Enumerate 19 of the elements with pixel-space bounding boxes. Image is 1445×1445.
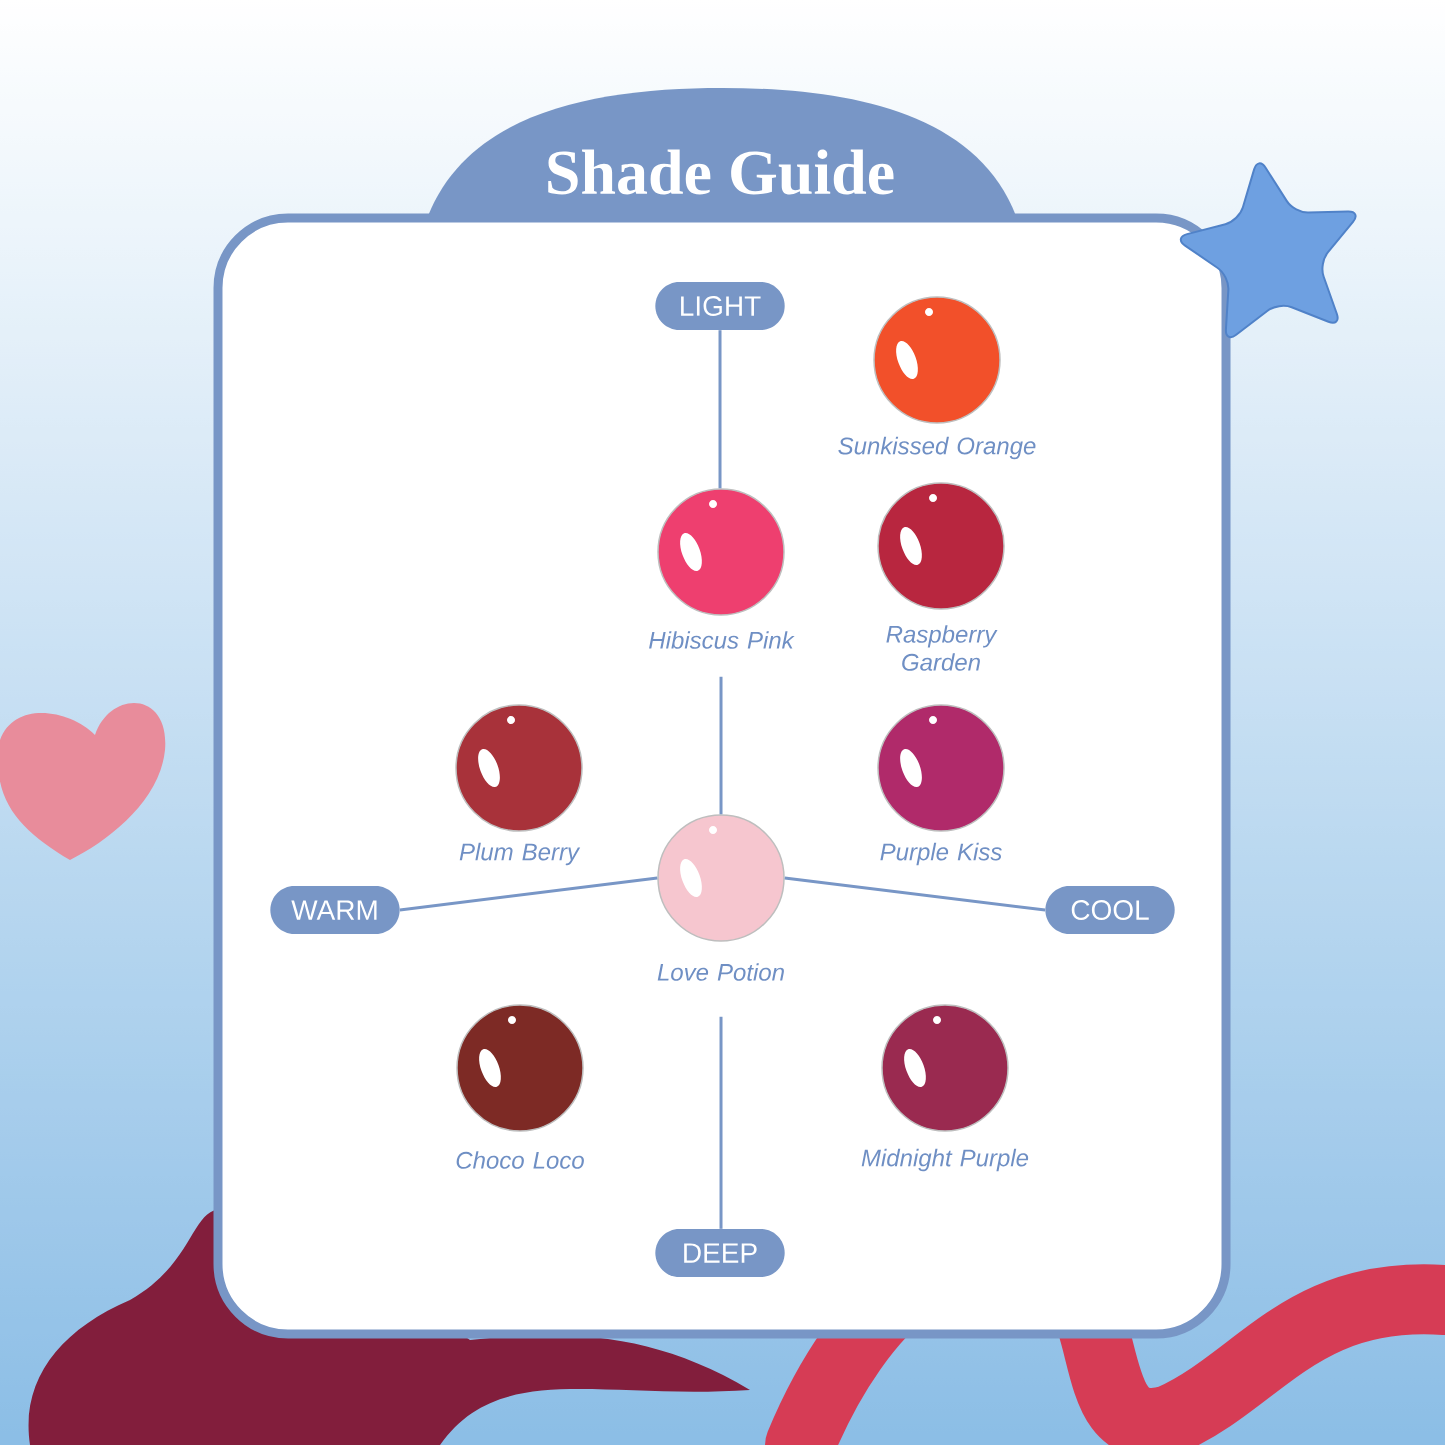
shade-name: Choco Loco [456, 1151, 584, 1169]
shade-name: Sunkissed Orange [838, 436, 1036, 460]
shade-name: Raspberry Garden [886, 625, 998, 671]
axis-line [718, 330, 722, 489]
shade-name: Purple Kiss [880, 842, 1002, 866]
axis-line [784, 876, 1046, 912]
shade-name: Plum Berry [459, 842, 581, 866]
shade-name: Midnight Purple [861, 1148, 1029, 1172]
axis-label: WARM [270, 886, 400, 934]
axis-label: DEEP [655, 1229, 785, 1277]
axis-label: COOL [1045, 886, 1175, 934]
node-label: Shade Guide [548, 149, 894, 195]
axis-line [719, 1016, 723, 1229]
axis-line [719, 676, 723, 815]
title-tab: Shade Guide [428, 88, 1016, 216]
shade-name: Love Potion [657, 963, 784, 981]
axis-label: LIGHT [655, 282, 785, 330]
shade-name: Hibiscus Pink [649, 631, 795, 649]
axis-line [399, 876, 658, 912]
